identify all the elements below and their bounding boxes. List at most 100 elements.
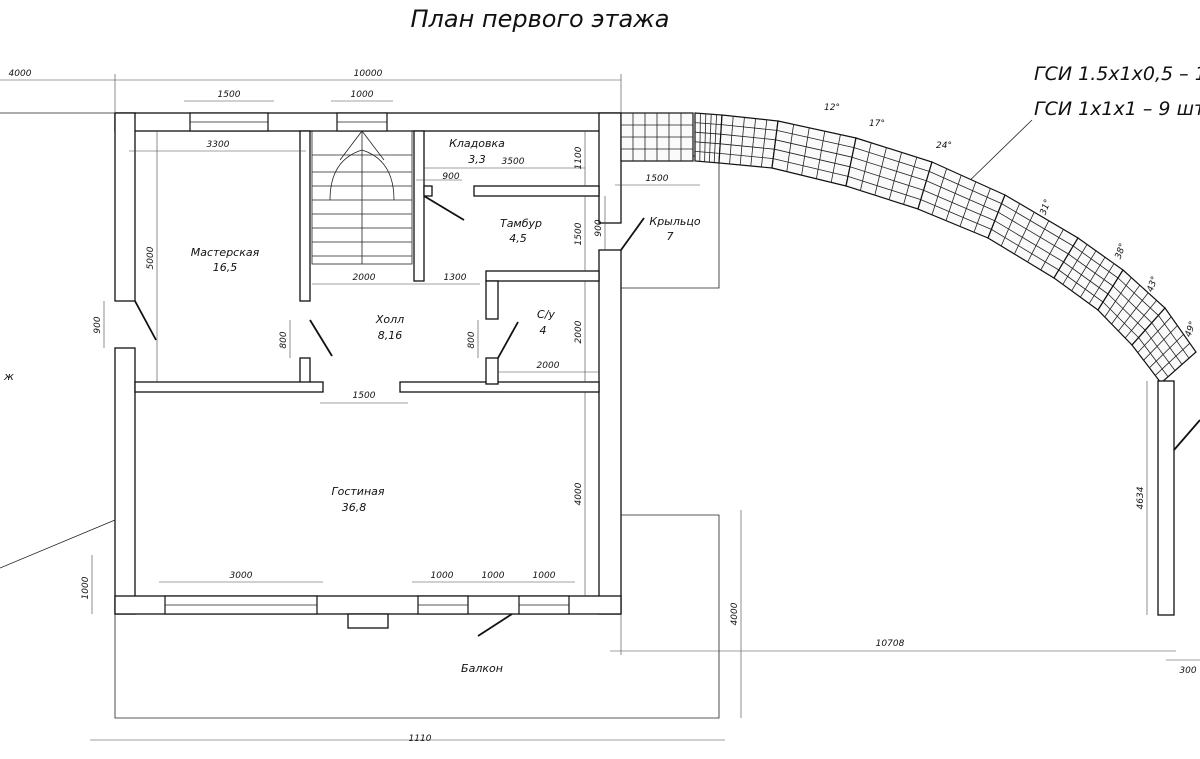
room-storage-area: 3,3 — [468, 153, 486, 166]
gabion-mesh — [720, 133, 776, 141]
wall-wc-left-upper — [485, 280, 499, 320]
dimension-labels: 4000 10000 1500 1000 3300 3500 1100 5000… — [9, 69, 1197, 744]
stair-arc — [329, 149, 395, 201]
dim-hall-opening: 1500 — [353, 391, 376, 401]
gabion-mesh — [1154, 342, 1191, 376]
gabion-mesh — [704, 113, 707, 162]
gabion-mesh — [1107, 293, 1146, 331]
room-wc-name: С/у — [537, 308, 555, 321]
gabion-mesh — [801, 127, 810, 176]
interior-walls — [134, 130, 600, 393]
dim-window-bottom-2: 1000 — [431, 571, 454, 581]
gabion-mesh — [720, 143, 775, 150]
dim-window-top-2: 1000 — [351, 90, 374, 100]
gabion-mesh — [997, 211, 1069, 255]
gabion-mesh — [1118, 292, 1149, 332]
arc-angle-7: 49° — [1184, 320, 1199, 338]
gabion-mesh — [1124, 300, 1157, 339]
room-living-name: Гостиная — [331, 485, 384, 498]
dim-window-bottom-1: 3000 — [230, 571, 253, 581]
gabion-mesh — [874, 147, 887, 196]
room-tambur-area: 4,5 — [509, 232, 527, 245]
wall-left-lower — [114, 347, 136, 615]
dim-left-offset: 4000 — [9, 69, 32, 79]
wall-tambur-bottom — [485, 270, 600, 282]
gabion-block — [694, 112, 723, 164]
door-porch — [620, 217, 645, 251]
gabion-mesh — [1014, 212, 1035, 255]
wall-hall-bottom — [399, 381, 600, 393]
gabion-mesh — [849, 166, 924, 191]
gabion-mesh — [774, 148, 851, 168]
wall-left-upper — [114, 112, 136, 302]
gabion-mesh — [959, 181, 977, 227]
gabion-mesh — [1138, 337, 1169, 378]
door-wc — [497, 321, 519, 359]
wall-right-upper — [598, 112, 622, 224]
balcony-outline — [114, 514, 720, 719]
arc-angle-4: 31° — [1039, 198, 1054, 216]
room-wc-area: 4 — [540, 324, 547, 337]
gabion-mesh — [729, 116, 734, 165]
door-workshop — [309, 319, 333, 357]
dim-tambur-door: 900 — [442, 172, 459, 182]
gabion-mesh — [776, 130, 855, 148]
dim-living-depth: 4000 — [574, 482, 584, 505]
dim-door-800-b: 800 — [467, 331, 477, 348]
arc-angle-1: 12° — [824, 103, 840, 113]
gabion-mesh — [750, 118, 756, 167]
dim-arc-wall: 300 — [1179, 666, 1196, 676]
door-left-exterior — [134, 300, 157, 341]
gabion-mesh — [973, 188, 991, 233]
dim-workshop-depth: 5000 — [146, 246, 156, 269]
dim-left-door: 900 — [93, 316, 103, 333]
dim-balcony-depth-right: 4000 — [730, 602, 740, 625]
gabion-mesh — [847, 176, 921, 200]
fence-wall-right — [1157, 380, 1175, 616]
plan-title: План первого этажа — [410, 5, 669, 33]
gabion-mesh — [920, 199, 992, 230]
wall-workshop-bottom — [134, 381, 324, 393]
gabion-mesh — [1001, 203, 1074, 247]
legend-line-2: ГСИ 1х1х1 – 9 шт — [1034, 98, 1200, 120]
gabion-mesh — [1158, 315, 1190, 359]
gabion-mesh — [773, 158, 849, 177]
gabion-mesh — [694, 141, 721, 145]
gabion-mesh — [1104, 277, 1132, 318]
gabion-mesh — [1062, 244, 1088, 285]
arc-angle-3: 24° — [936, 141, 952, 151]
gabion-mesh — [1143, 325, 1178, 361]
dim-terrace-length: 10708 — [876, 639, 905, 649]
room-hall-area: 8,16 — [378, 329, 403, 342]
balcony-step — [347, 613, 389, 629]
gabion-mesh — [851, 156, 927, 182]
gabion-mesh — [931, 168, 947, 215]
arc-angle-5: 38° — [1114, 242, 1129, 260]
dim-bottom-total: 1110 — [409, 734, 432, 744]
gabion-mesh — [888, 152, 902, 200]
gabion-mesh — [699, 113, 701, 162]
room-living-area: 36,8 — [342, 501, 367, 514]
gabion-mesh — [1040, 229, 1064, 271]
gabion-mesh — [1072, 245, 1119, 279]
gabion-mesh — [719, 153, 774, 159]
dimension-lines — [0, 74, 1200, 741]
gabion-mesh — [694, 151, 720, 154]
room-hall-name: Холл — [375, 313, 404, 326]
gabion-mesh — [926, 180, 999, 213]
gabion-mesh — [830, 134, 841, 183]
wall-right-lower — [598, 249, 622, 615]
wall-workshop-right — [299, 130, 311, 302]
balcony-edge — [114, 514, 720, 719]
room-tambur-name: Тамбур — [500, 217, 542, 230]
wall-storage-stub — [423, 185, 433, 197]
room-storage-name: Кладовка — [449, 137, 505, 150]
dim-balcony-depth-left: 1000 — [81, 576, 91, 599]
gabion-mesh — [721, 124, 777, 131]
arc-angle-6: 43° — [1146, 275, 1161, 293]
gabion-mesh — [860, 142, 872, 191]
dim-window-bottom-3: 1000 — [482, 571, 505, 581]
door-leaves — [134, 195, 645, 637]
gabion-mesh — [1080, 256, 1106, 298]
wall-workshop-right-low — [299, 357, 311, 385]
